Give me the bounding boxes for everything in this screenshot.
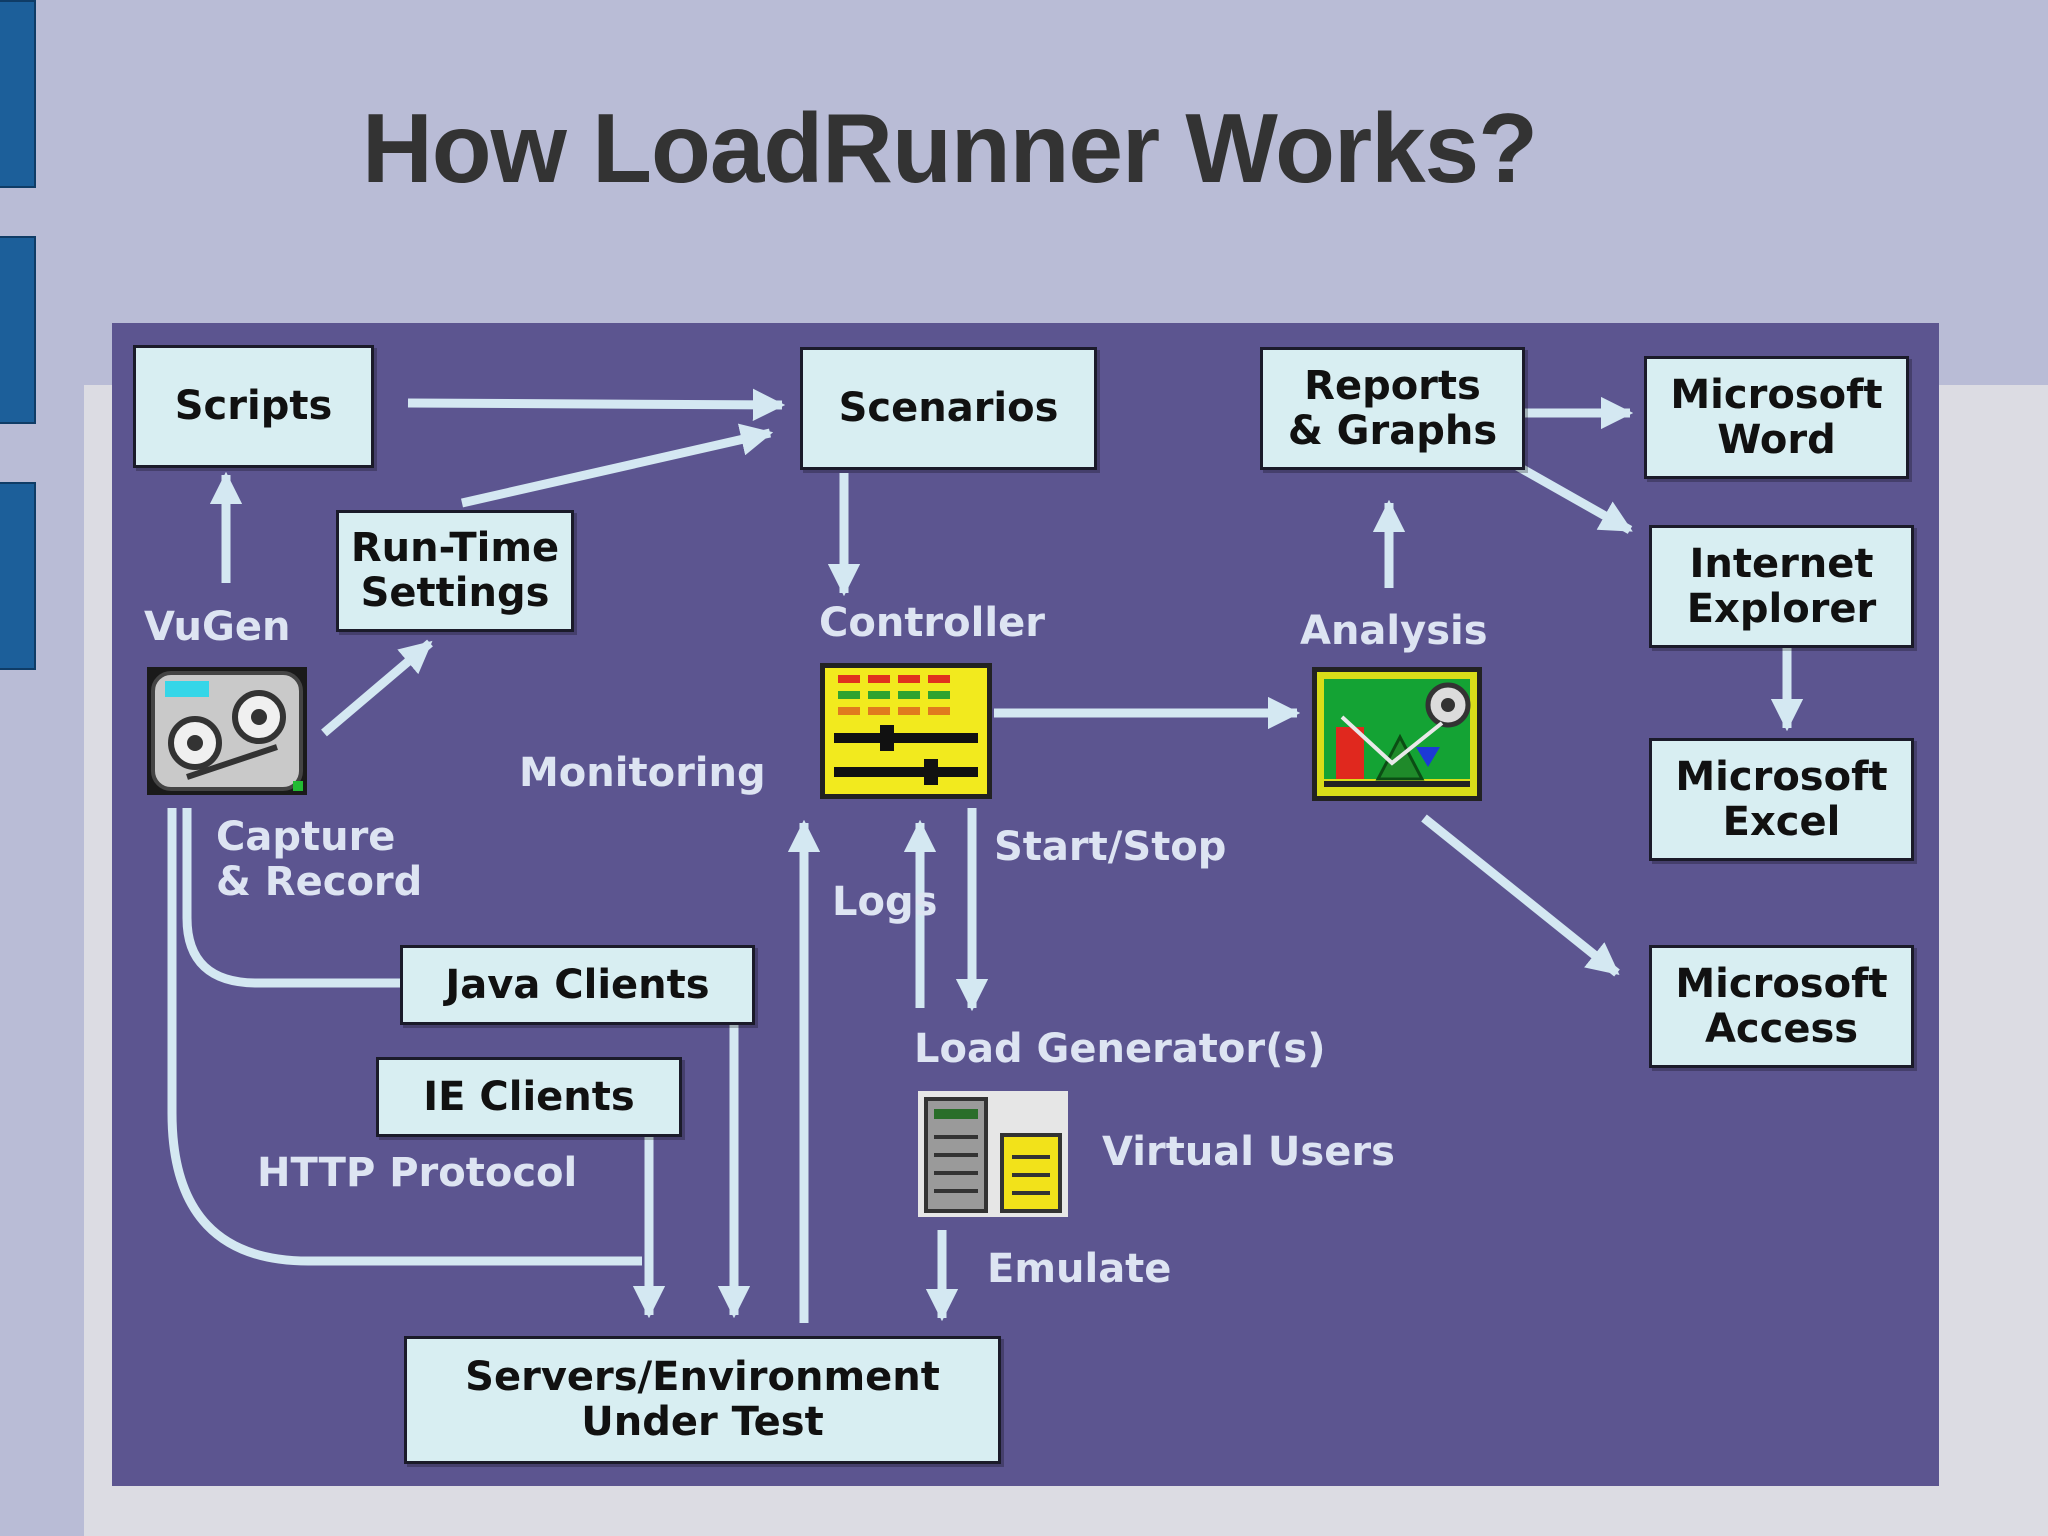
ie-clients-box: IE Clients <box>376 1057 682 1137</box>
scenarios-box: Scenarios <box>800 347 1097 470</box>
arrow-vugen-to-runtime <box>321 639 433 737</box>
analysis-chart-icon <box>1312 667 1482 801</box>
analysis-label: Analysis <box>1300 608 1488 654</box>
monitoring-label: Monitoring <box>519 750 766 796</box>
controller-panel-icon <box>820 663 992 799</box>
logs-label: Logs <box>832 879 938 925</box>
http-protocol-label: HTTP Protocol <box>257 1150 578 1196</box>
link-capture-to-java-clients <box>182 808 402 988</box>
vugen-cassette-icon <box>147 667 307 795</box>
emulate-label: Emulate <box>987 1246 1172 1292</box>
arrow-analysis-to-access <box>1421 814 1620 977</box>
java-clients-box: Java Clients <box>400 945 755 1025</box>
scripts-box: Scripts <box>133 345 374 468</box>
controller-label: Controller <box>819 600 1045 646</box>
diagram-links <box>167 388 1804 1323</box>
virtual-users-label: Virtual Users <box>1102 1129 1395 1175</box>
load-generators-label: Load Generator(s) <box>914 1026 1326 1072</box>
start-stop-label: Start/Stop <box>994 824 1227 870</box>
side-tab-1 <box>0 0 36 188</box>
arrow-scripts-to-scenarios <box>407 388 786 422</box>
reports-graphs-box: Reports& Graphs <box>1260 347 1525 470</box>
load-generator-server-icon <box>918 1091 1068 1217</box>
arrow-reports-to-ie <box>1514 462 1633 534</box>
vugen-label: VuGen <box>144 604 291 650</box>
arrow-runtime-to-scenarios <box>461 423 774 508</box>
side-tab-2 <box>0 236 36 424</box>
capture-record-label: Capture & Record <box>216 814 423 905</box>
side-tab-3 <box>0 482 36 670</box>
arrow-http-protocol <box>167 808 642 1266</box>
slide-title: How LoadRunner Works? <box>362 93 1538 203</box>
